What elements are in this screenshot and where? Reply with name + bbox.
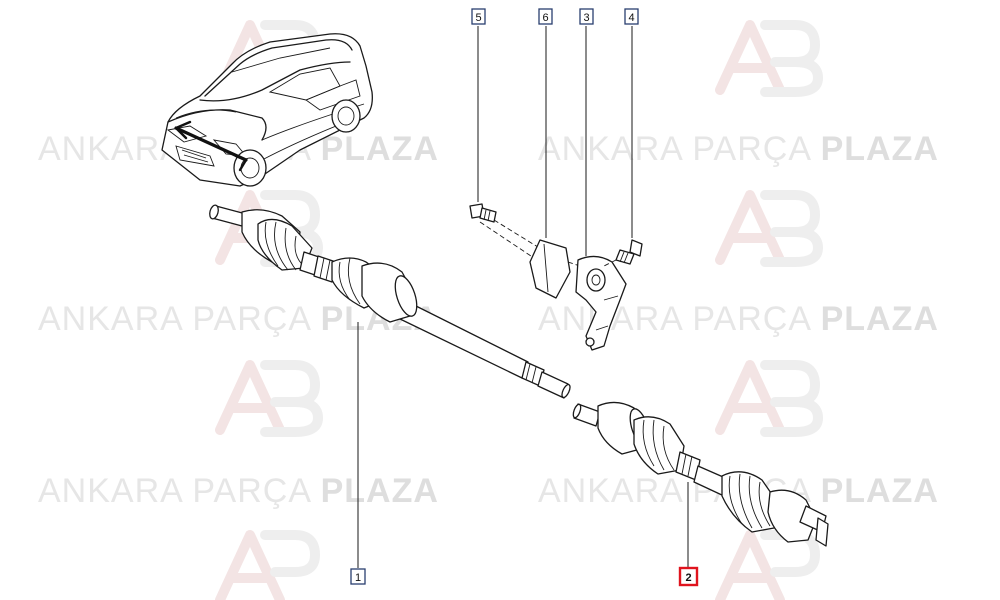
bearing-bracket-assembly xyxy=(469,203,643,351)
callout-box xyxy=(624,8,639,25)
callout-label: 1 xyxy=(355,572,361,584)
watermark-text: ANKARA PARÇA PLAZA xyxy=(538,300,939,338)
callout-box-highlighted xyxy=(678,566,699,587)
callout-2-highlighted[interactable]: 2 xyxy=(678,566,699,587)
callout-label: 4 xyxy=(628,12,634,24)
callout-label: 5 xyxy=(475,12,481,24)
callout-label: 3 xyxy=(583,12,589,24)
callout-3[interactable]: 3 xyxy=(579,8,594,25)
callout-box xyxy=(579,8,594,25)
vehicle-illustration xyxy=(161,33,373,187)
callout-label: 2 xyxy=(685,572,691,584)
callout-6[interactable]: 6 xyxy=(538,8,553,25)
callout-box xyxy=(471,8,486,25)
callout-1[interactable]: 1 xyxy=(350,568,366,585)
callout-label: 6 xyxy=(542,12,548,24)
callout-4[interactable]: 4 xyxy=(624,8,639,25)
driveshaft-right xyxy=(572,401,829,547)
watermark-layer: ANKARA PARÇA PLAZA ANKARA PARÇA PLAZA AN… xyxy=(38,20,939,600)
callout-box xyxy=(350,568,366,585)
callout-box xyxy=(538,8,553,25)
callout-5[interactable]: 5 xyxy=(471,8,486,25)
watermark-text: ANKARA PARÇA PLAZA xyxy=(538,130,939,168)
leader-lines xyxy=(357,26,689,568)
watermark-text: ANKARA PARÇA PLAZA xyxy=(38,472,439,510)
watermark-logo xyxy=(215,20,823,600)
driveshaft-left xyxy=(209,204,571,399)
